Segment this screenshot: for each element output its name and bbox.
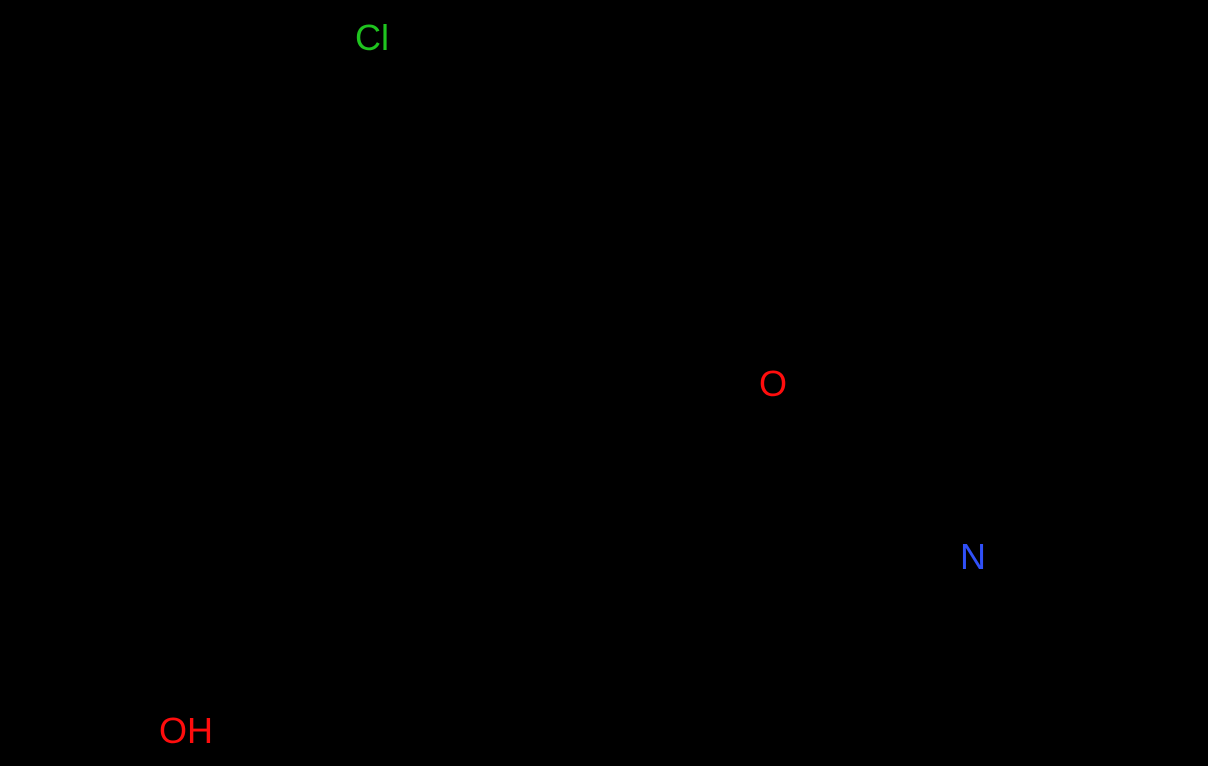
hydroxyl-atom-label: OH xyxy=(159,710,213,751)
ether-oxygen-atom-label: O xyxy=(759,363,788,404)
chlorine-atom-label: Cl xyxy=(355,17,389,58)
nitrogen-atom-label: N xyxy=(960,536,986,577)
